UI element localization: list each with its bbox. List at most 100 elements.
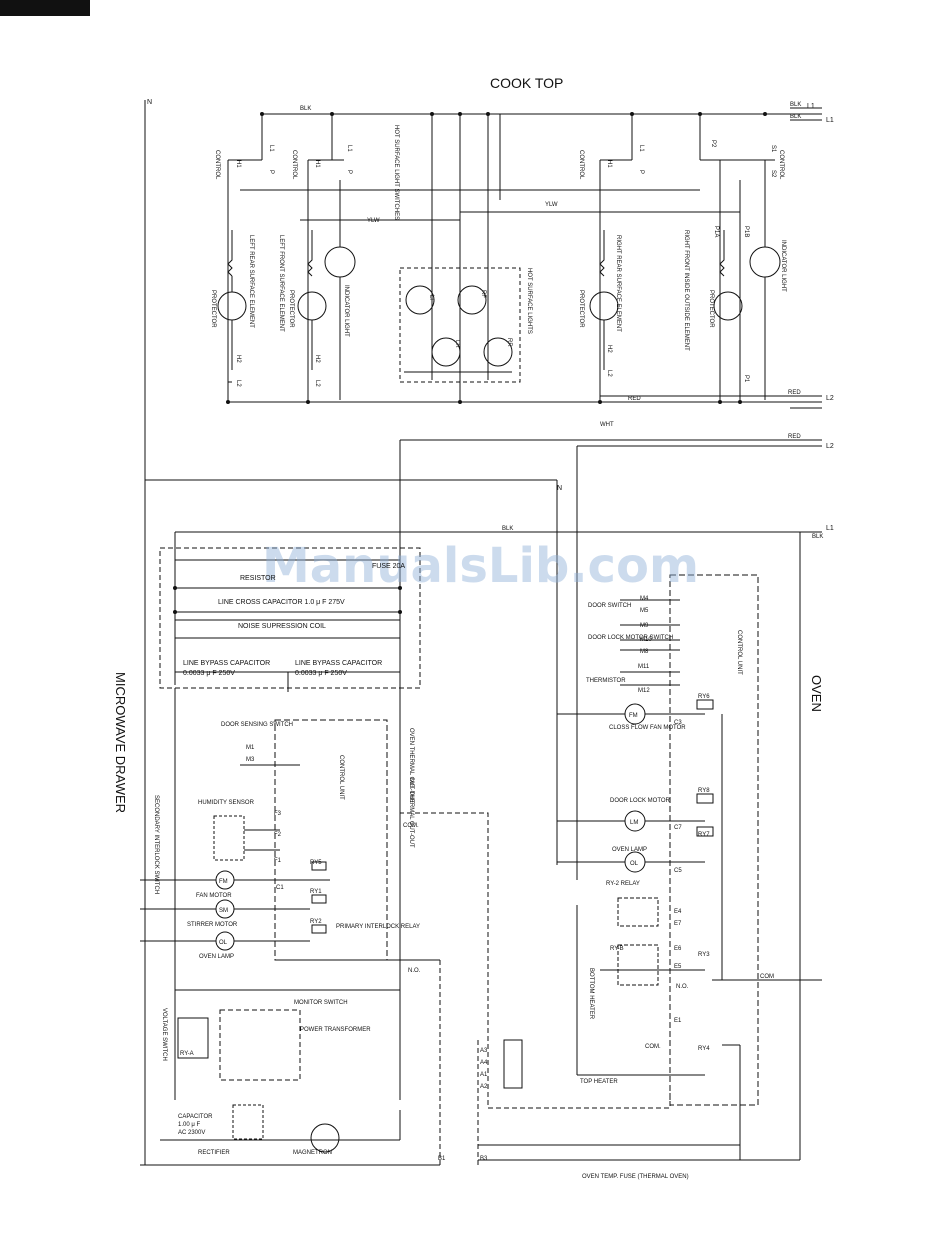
relay-ry7: RY7 <box>698 832 710 838</box>
oven-com2-label: COM. <box>645 1044 661 1050</box>
terminal-h1-2: H1 <box>314 160 320 168</box>
terminal-e4: E4 <box>674 909 682 915</box>
ry-a-label: RY-A <box>180 1051 194 1057</box>
monitor-switch-label: MONITOR SWITCH <box>294 1000 348 1006</box>
wire-blk-3: BLK <box>790 114 801 120</box>
oven-temp-fuse-label: OVEN TEMP. FUSE (THERMAL OVEN) <box>582 1174 689 1180</box>
terminal-e1: E1 <box>674 1018 682 1024</box>
bottom-heater-label: BOTTOM HEATER <box>588 968 594 1020</box>
door-lock-motor-label: DOOR LOCK MOTOR <box>610 798 671 804</box>
indicator-light-label-2: INDICATOR LIGHT <box>780 240 786 292</box>
terminal-m9: M9 <box>640 623 649 629</box>
voltage-switch-label: VOLTAGE SWITCH <box>161 1008 167 1061</box>
hot-surface-lights-label: HOT SURFACE LIGHTS <box>526 268 532 334</box>
neutral-label: N <box>147 99 152 106</box>
terminal-a1: A1 <box>480 1072 488 1078</box>
noise-coil-label: NOISE SUPRESSION COIL <box>238 623 326 630</box>
terminal-e7: E7 <box>674 921 682 927</box>
capacitor-value: 1.00 μ F <box>178 1122 200 1128</box>
door-switch-label: DOOR SWITCH <box>588 603 631 609</box>
terminal-m11: M11 <box>638 664 650 670</box>
terminal-p-1: P <box>268 170 274 174</box>
terminal-p2: P2 <box>710 140 716 148</box>
hot-surface-switches-label: HOT SURFACE LIGHT SWITCHES <box>393 125 399 220</box>
protector-label-4: PROTECTOR <box>708 290 714 328</box>
door-sensing-switch-label: DOOR SENSING SWITCH <box>221 722 293 728</box>
fuse-label: FUSE 20A <box>372 563 405 570</box>
terminal-s1: S1 <box>770 145 776 153</box>
terminal-m10: M10 <box>640 637 652 643</box>
power-transformer-label: POWER TRANSFORMER <box>300 1027 371 1033</box>
protector-label-2: PROTECTOR <box>288 290 294 328</box>
terminal-m1: M1 <box>246 745 255 751</box>
terminal-h2-1: H2 <box>235 355 241 363</box>
cooktop-title: COOK TOP <box>490 75 563 91</box>
microwave-drawer-title: MICROWAVE DRAWER <box>113 672 128 813</box>
wire-blk-5: BLK <box>812 534 823 540</box>
rectifier-label: RECTIFIER <box>198 1150 230 1156</box>
terminal-f3: F3 <box>274 811 282 817</box>
fan-motor-label: FAN MOTOR <box>196 893 232 899</box>
lamp-rf: RF <box>480 290 486 298</box>
terminal-m5: M5 <box>640 608 649 614</box>
terminal-c3: C3 <box>674 720 682 726</box>
control-label-2: CONTROL <box>291 150 297 180</box>
door-lock-motor-switch-label: DOOR LOCK MOTOR SWITCH <box>588 635 673 641</box>
terminal-m3: M3 <box>246 757 255 763</box>
protector-label-1: PROTECTOR <box>210 290 216 328</box>
microwave-control-unit-label: CONTROL UNIT <box>338 755 344 800</box>
watermark: ManualsLib.com <box>262 538 699 594</box>
sm-symbol: SM <box>219 908 228 914</box>
capacitor-label: CAPACITOR <box>178 1114 213 1120</box>
oven-lamp-label: OVEN LAMP <box>612 847 647 853</box>
top-heater-label: TOP HEATER <box>580 1079 618 1085</box>
oven-control-unit-label: CONTROL UNIT <box>736 630 742 675</box>
left-front-element-label: LEFT FRONT SURFACE ELEMENT <box>278 235 284 332</box>
wire-ylw-1: YLW <box>545 202 558 208</box>
right-rear-element-label: RIGHT REAR SURFACE ELEMENT <box>615 235 621 332</box>
primary-interlock-label: PRIMARY INTERLOCK RELAY <box>336 924 420 930</box>
secondary-interlock-label: SECONDARY INTERLOCK SWITCH <box>153 795 159 894</box>
terminal-c1: C1 <box>276 885 284 891</box>
oven-fm-symbol: FM <box>629 713 638 719</box>
lamp-lr: LR <box>454 340 460 348</box>
terminal-h1-1: H1 <box>235 160 241 168</box>
humidity-sensor-label: HUMIDITY SENSOR <box>198 800 255 806</box>
wire-red-2: RED <box>788 390 801 396</box>
wire-blk-4: BLK <box>502 526 513 532</box>
bus-l2-mark-2: L2 <box>826 443 834 450</box>
bus-l1-mark: L1 <box>826 117 834 124</box>
ry-b-label: RY-B <box>610 946 624 952</box>
capacitor-voltage: AC 2300V <box>178 1130 205 1136</box>
ol-symbol: OL <box>219 940 228 946</box>
terminal-f1: F1 <box>274 858 282 864</box>
terminal-h1-3: H1 <box>606 160 612 168</box>
terminal-f2: F2 <box>274 832 282 838</box>
protector-label-3: PROTECTOR <box>578 290 584 328</box>
control-label-1: CONTROL <box>214 150 220 180</box>
control-label-4: CONTROL <box>778 150 784 180</box>
terminal-l1-1: L1 <box>268 145 274 152</box>
bypass-cap-1-value: 0.0033 μ F 250V <box>183 670 235 677</box>
bypass-cap-1-label: LINE BYPASS CAPACITOR <box>183 660 270 667</box>
wire-red-1: RED <box>628 396 641 402</box>
resistor-label: RESISTOR <box>240 575 276 582</box>
relay-ry8: RY8 <box>698 788 710 794</box>
neutral-label-2: N <box>557 485 562 492</box>
oven-thermal-cutout-label: OVEN THERMAL CUT-OUT <box>408 728 414 804</box>
terminal-a4: A4 <box>480 1060 488 1066</box>
relay-ry2: RY2 <box>310 919 322 925</box>
wire-red-3: RED <box>788 434 801 440</box>
relay-ry4: RY4 <box>698 1046 710 1052</box>
oven-com-label: COM <box>760 974 774 980</box>
terminal-c5: C5 <box>674 868 682 874</box>
terminal-l1-2: L1 <box>346 145 352 152</box>
terminal-m8: M8 <box>640 649 649 655</box>
relay-ry5: RY5 <box>310 860 322 866</box>
terminal-h2-3: H2 <box>606 345 612 353</box>
wire-blk-1: BLK <box>300 106 311 112</box>
cross-flow-fan-label: CLOSS FLOW FAN MOTOR <box>609 725 686 731</box>
right-front-element-label: RIGHT FRONT INSIDE OUTSIDE ELEMENT <box>683 230 689 351</box>
fm-symbol: FM <box>219 879 228 885</box>
lamp-lf: LF <box>428 295 434 302</box>
